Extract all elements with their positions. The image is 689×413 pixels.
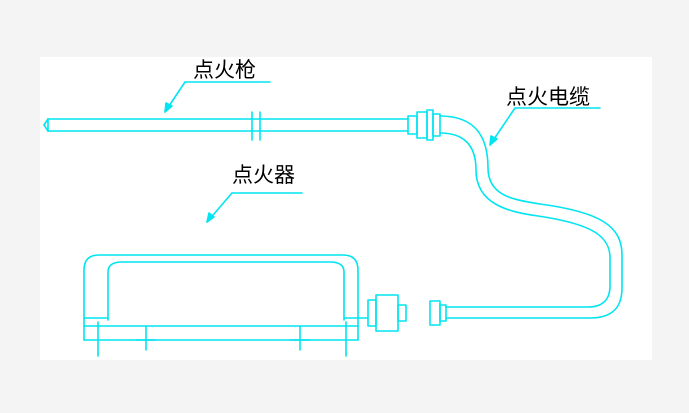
label-ignition-gun: 点火枪 [193,58,256,82]
igniter-body [83,254,369,357]
leader-ignition-gun [164,81,271,113]
ignition-gun [43,109,441,141]
leader-ignition-cable [489,107,601,146]
ignition-cable [367,115,623,332]
label-ignition-cable: 点火电缆 [506,85,590,109]
leader-igniter [206,192,303,223]
label-igniter: 点火器 [232,163,295,187]
